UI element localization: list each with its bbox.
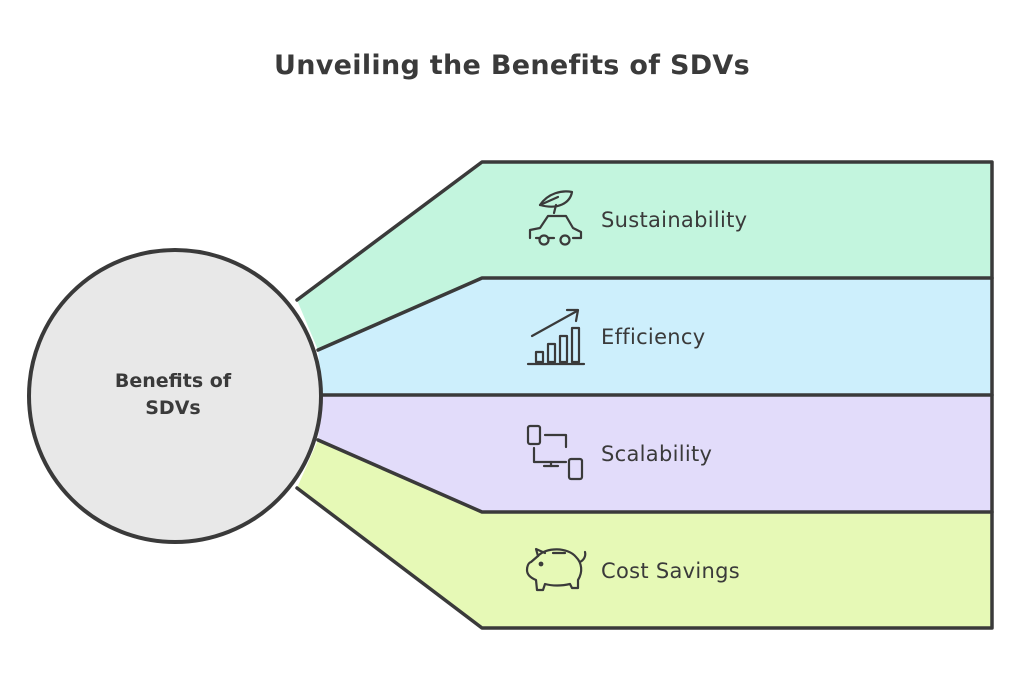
label-cost-savings: Cost Savings xyxy=(601,559,741,583)
label-sustainability: Sustainability xyxy=(601,208,748,232)
diagram-title: Unveiling the Benefits of SDVs xyxy=(274,50,750,81)
band-efficiency xyxy=(318,278,992,395)
growth-chart-icon xyxy=(526,308,586,366)
band-outlines xyxy=(295,160,994,630)
center-label: Benefits of SDVs xyxy=(78,368,268,422)
label-scalability: Scalability xyxy=(601,442,713,466)
band-cost-savings xyxy=(297,440,992,628)
center-circle xyxy=(27,248,323,544)
label-efficiency: Efficiency xyxy=(601,325,706,349)
devices-network-icon xyxy=(526,424,584,481)
band-scalability xyxy=(318,395,992,512)
center-label-line-1: Benefits of xyxy=(114,370,232,392)
car-leaf-icon xyxy=(528,190,583,246)
center-label-line-2: SDVs xyxy=(145,397,201,419)
band-sustainability xyxy=(297,162,992,350)
piggy-bank-icon xyxy=(525,547,587,592)
